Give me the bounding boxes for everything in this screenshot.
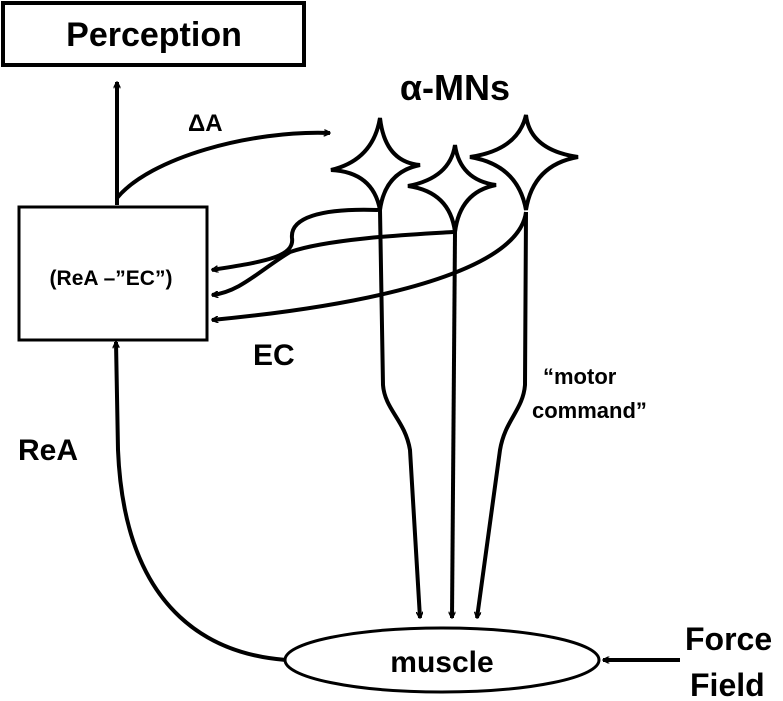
comparator-label: (ReA –”EC”) (50, 267, 173, 290)
axon-2 (452, 231, 457, 618)
motor-command-label-line1: “motor (543, 364, 617, 389)
comparator-box (17, 205, 209, 342)
muscle-label: muscle (390, 646, 493, 679)
alpha-mns-label: α-MNs (400, 67, 510, 108)
motor-command-label-line2: command” (532, 398, 647, 423)
delta-a-label: ΔA (188, 110, 223, 137)
perception-label: Perception (66, 16, 242, 54)
ec-collateral-3 (212, 211, 528, 320)
axon-1 (378, 209, 420, 618)
perception-box (1, 1, 306, 67)
ec-collateral-2 (212, 230, 454, 295)
rea-label: ReA (18, 434, 78, 467)
rea-feedback-arrow (116, 342, 287, 662)
delta-a-arrow (115, 133, 330, 200)
ec-label: EC (253, 339, 295, 372)
motor-neuron-1 (330, 117, 421, 211)
ec-collateral-1 (212, 207, 379, 270)
force-field-label-line1: Force (685, 621, 772, 657)
axon-3 (477, 211, 528, 618)
force-field-label-line2: Field (690, 667, 765, 701)
motor-neuron-3 (469, 114, 579, 211)
